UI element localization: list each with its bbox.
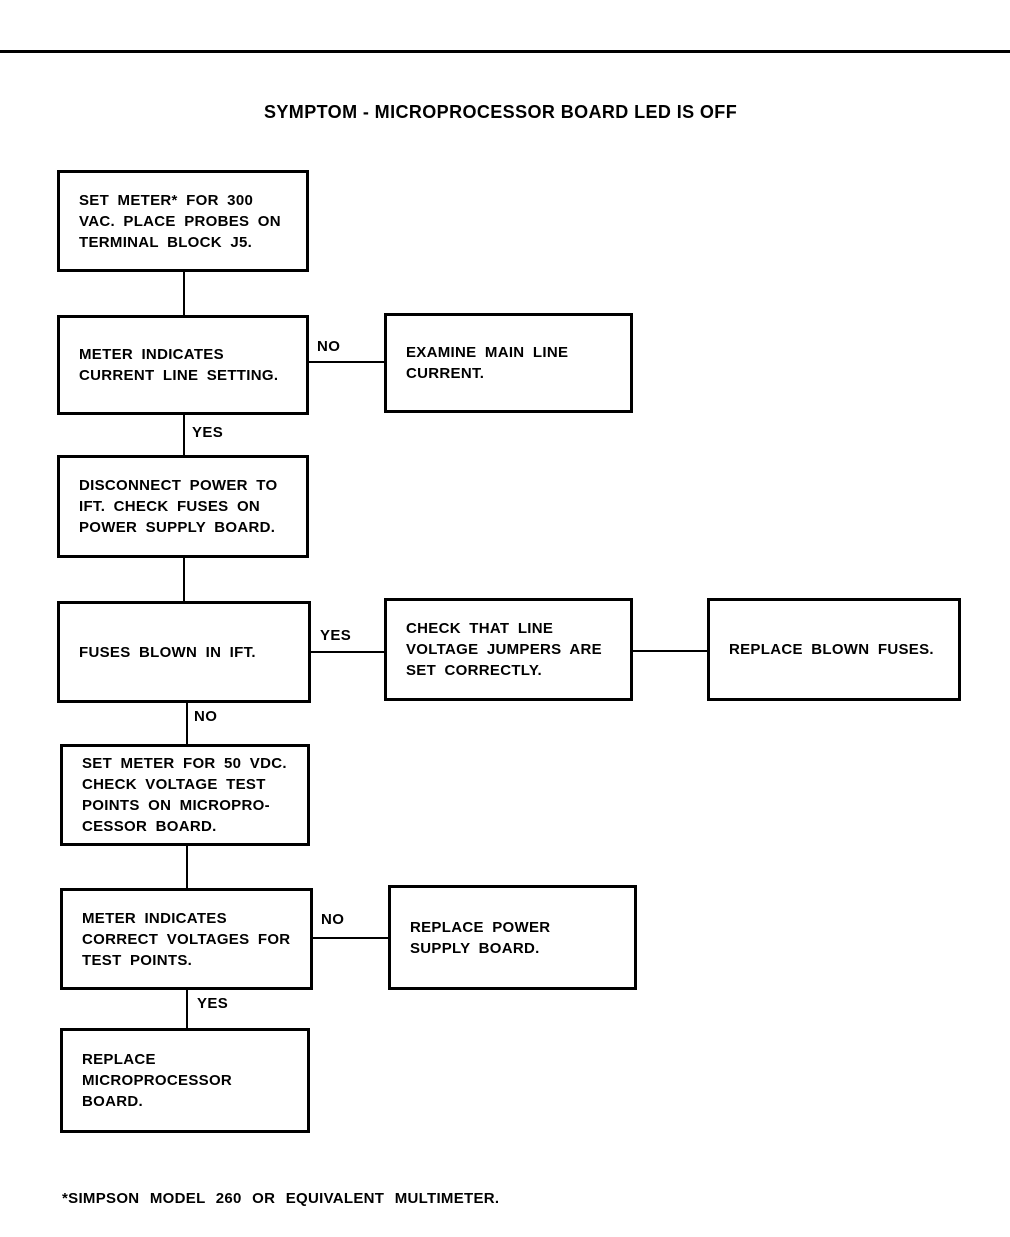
footnote-meter-note: *SIMPSON MODEL 260 OR EQUIVALENT MULTIME… xyxy=(62,1190,500,1207)
edge-label-no: NO xyxy=(321,911,345,928)
connector-disconnect-to-fusesblown xyxy=(183,558,185,601)
node-replace-power-supply-board: REPLACE POWER SUPPLY BOARD. xyxy=(388,885,637,990)
node-text: SET METER* FOR 300 VAC. PLACE PROBES ON … xyxy=(79,191,281,251)
connector-metervoltages-no-to-replacepower xyxy=(313,937,388,939)
page-divider-rule xyxy=(0,50,1010,53)
node-text: METER INDICATES CURRENT LINE SETTING. xyxy=(79,346,279,384)
node-replace-blown-fuses: REPLACE BLOWN FUSES. xyxy=(707,598,961,701)
node-set-meter-300vac: SET METER* FOR 300 VAC. PLACE PROBES ON … xyxy=(57,170,309,272)
edge-label-yes: YES xyxy=(192,424,224,441)
node-text: METER INDICATES CORRECT VOLTAGES FOR TES… xyxy=(82,909,291,969)
connector-setmeter50-to-metervoltages xyxy=(186,846,188,888)
edge-label-no: NO xyxy=(317,338,341,355)
connector-setmeter-to-meterline xyxy=(183,272,185,315)
edge-label-yes: YES xyxy=(197,995,229,1012)
node-text: REPLACE BLOWN FUSES. xyxy=(729,641,934,658)
node-replace-microprocessor-board: REPLACE MICROPROCESSOR BOARD. xyxy=(60,1028,310,1133)
node-text: FUSES BLOWN IN IFT. xyxy=(79,643,256,661)
node-text: REPLACE POWER SUPPLY BOARD. xyxy=(410,918,551,957)
node-text: CHECK THAT LINE VOLTAGE JUMPERS ARE SET … xyxy=(406,620,602,679)
node-text: EXAMINE MAIN LINE CURRENT. xyxy=(406,344,569,382)
node-check-line-voltage-jumpers: CHECK THAT LINE VOLTAGE JUMPERS ARE SET … xyxy=(384,598,633,701)
node-text: SET METER FOR 50 VDC. CHECK VOLTAGE TEST… xyxy=(82,755,287,835)
connector-meterline-no-to-examine xyxy=(309,361,384,363)
connector-checkjumpers-to-replacefuses xyxy=(633,650,707,652)
flowchart-title: SYMPTOM - MICROPROCESSOR BOARD LED IS OF… xyxy=(264,102,738,122)
node-set-meter-50vdc: SET METER FOR 50 VDC. CHECK VOLTAGE TEST… xyxy=(60,744,310,846)
connector-fusesblown-no-to-setmeter50 xyxy=(186,703,188,744)
node-examine-main-line-current: EXAMINE MAIN LINE CURRENT. xyxy=(384,313,633,413)
node-meter-indicates-line-setting: METER INDICATES CURRENT LINE SETTING. xyxy=(57,315,309,415)
node-disconnect-power: DISCONNECT POWER TO IFT. CHECK FUSES ON … xyxy=(57,455,309,558)
connector-meterline-yes-to-disconnect xyxy=(183,415,185,455)
edge-label-no: NO xyxy=(194,708,218,725)
node-meter-indicates-correct-voltages: METER INDICATES CORRECT VOLTAGES FOR TES… xyxy=(60,888,313,990)
connector-metervoltages-yes-to-replacemicro xyxy=(186,990,188,1028)
node-text: DISCONNECT POWER TO IFT. CHECK FUSES ON … xyxy=(79,477,278,536)
edge-label-yes: YES xyxy=(320,627,352,644)
node-text: REPLACE MICROPROCESSOR BOARD. xyxy=(82,1051,233,1110)
node-fuses-blown-in-ift: FUSES BLOWN IN IFT. xyxy=(57,601,311,703)
connector-fusesblown-yes-to-checkjumpers xyxy=(311,651,384,653)
